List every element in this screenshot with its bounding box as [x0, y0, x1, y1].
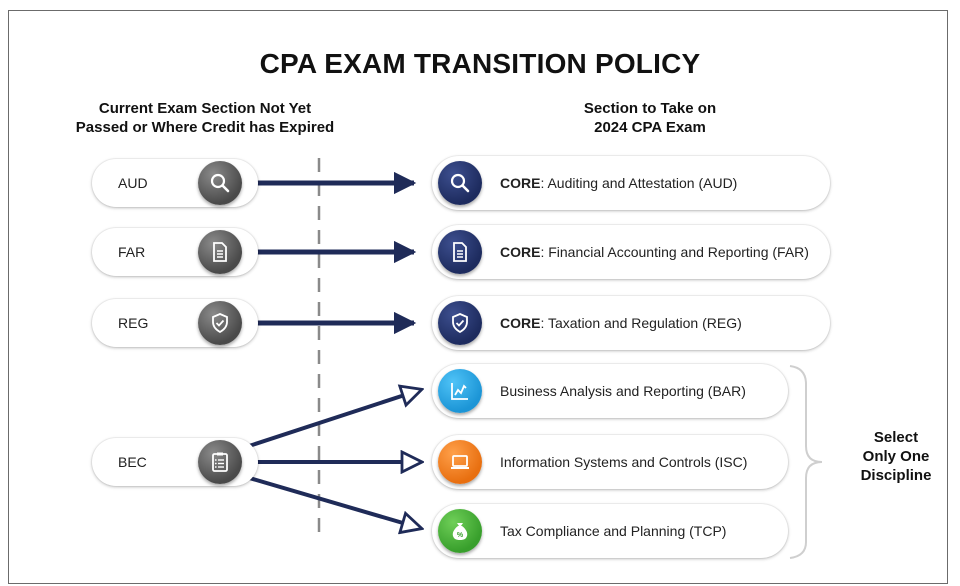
- svg-text:%: %: [457, 532, 464, 539]
- shield-check-icon: [438, 301, 482, 345]
- left-header-line-2: Passed or Where Credit has Expired: [75, 119, 335, 136]
- left-header-line-1: Current Exam Section Not Yet: [98, 100, 312, 117]
- new-section-label: Business Analysis and Reporting (BAR): [500, 383, 746, 399]
- money-bag-icon: %: [438, 509, 482, 553]
- document-icon: [438, 230, 482, 274]
- arrow-bec-tcp: [245, 475, 420, 528]
- new-section-label: Tax Compliance and Planning (TCP): [500, 523, 727, 539]
- new-section-label: CORE: Taxation and Regulation (REG): [500, 315, 742, 331]
- current-section-label: AUD: [118, 175, 148, 191]
- new-section-isc: [432, 435, 788, 489]
- new-section-label: CORE: Auditing and Attestation (AUD): [500, 175, 738, 191]
- current-section-label: BEC: [118, 454, 147, 470]
- new-section-label: Information Systems and Controls (ISC): [500, 454, 748, 470]
- right-header-line-1: Section to Take on: [583, 100, 717, 117]
- new-section-aud: [432, 156, 830, 210]
- arrow-bec-bar: [245, 390, 420, 449]
- current-section-label: REG: [118, 315, 149, 331]
- right-header-line-2: 2024 CPA Exam: [594, 119, 706, 136]
- search-icon: [198, 161, 242, 205]
- shield-check-icon: [198, 301, 242, 345]
- select-note-line: Only One: [862, 448, 930, 465]
- select-note-line: Discipline: [860, 467, 932, 484]
- right-column-header: Section to Take on 2024 CPA Exam: [510, 99, 790, 137]
- left-column-header: Current Exam Section Not Yet Passed or W…: [40, 99, 370, 137]
- new-section-tcp: [432, 504, 788, 558]
- new-section-far: [432, 225, 830, 279]
- search-icon: [438, 161, 482, 205]
- new-section-bar: [432, 364, 788, 418]
- new-section-reg: [432, 296, 830, 350]
- laptop-icon: [438, 440, 482, 484]
- new-section-label: CORE: Financial Accounting and Reporting…: [500, 244, 809, 260]
- select-one-discipline-note: Select Only One Discipline: [846, 428, 946, 485]
- document-icon: [198, 230, 242, 274]
- selection-brace: [789, 365, 823, 559]
- current-section-label: FAR: [118, 244, 146, 260]
- page-title: CPA EXAM TRANSITION POLICY: [259, 48, 701, 79]
- clipboard-icon: [198, 440, 242, 484]
- chart-icon: [438, 369, 482, 413]
- select-note-line: Select: [873, 429, 919, 446]
